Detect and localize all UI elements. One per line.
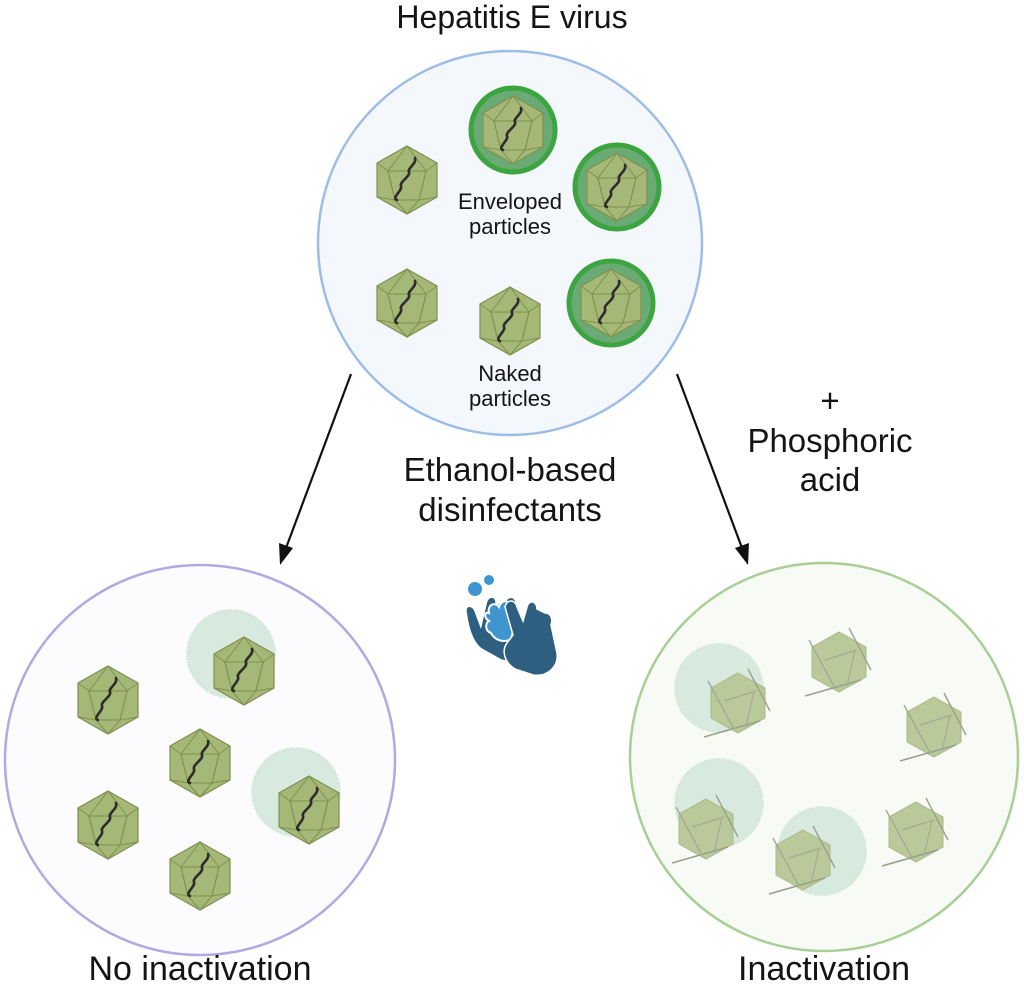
additive-line1: Phosphoric	[747, 421, 913, 459]
naked-label-line2: particles	[469, 385, 551, 411]
diagram-title: Hepatitis E virus	[396, 0, 628, 35]
enveloped-label-line2: particles	[469, 213, 551, 239]
enveloped-label-line1: Enveloped	[458, 189, 562, 214]
enveloped-particle	[572, 142, 662, 232]
inactivation-label: Inactivation	[738, 950, 910, 988]
enveloped-particles-label: Enveloped particles	[430, 189, 590, 239]
naked-label-line1: Naked	[478, 361, 542, 386]
additive-label: + Phosphoric acid	[720, 381, 940, 500]
treatment-line2: disinfectants	[418, 490, 602, 528]
no-inactivation-label: No inactivation	[88, 950, 312, 988]
additive-plus: +	[820, 382, 840, 419]
enveloped-particle	[468, 85, 558, 175]
arrow-to-no-inactivation	[279, 373, 353, 565]
naked-particles-label: Naked particles	[430, 361, 590, 411]
enveloped-particle	[566, 258, 656, 348]
treatment-line1: Ethanol-based	[403, 451, 617, 488]
arrow-to-inactivation	[675, 373, 749, 565]
treatment-label: Ethanol-based disinfectants	[330, 450, 690, 529]
additive-line2: acid	[799, 461, 861, 499]
hand-washing-icon	[466, 575, 558, 676]
